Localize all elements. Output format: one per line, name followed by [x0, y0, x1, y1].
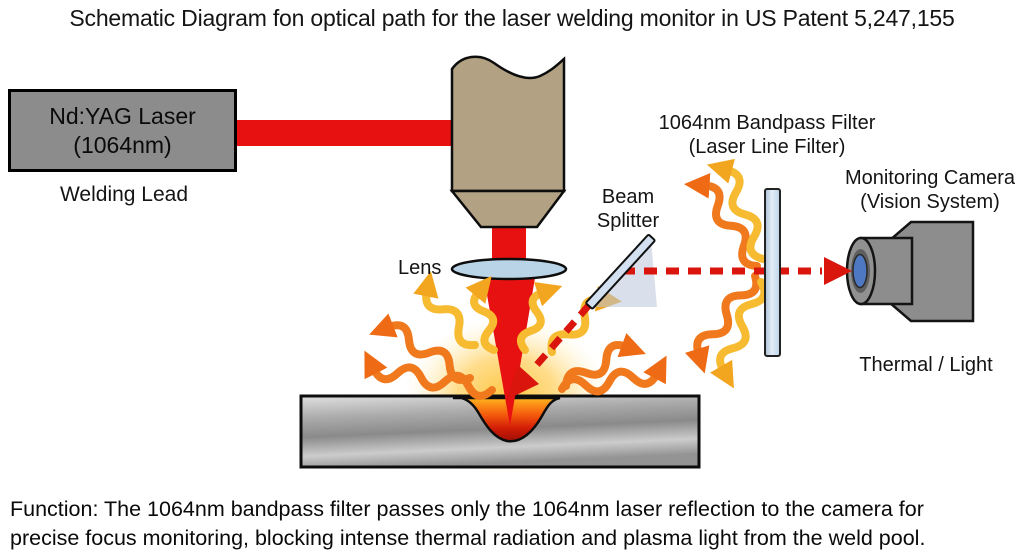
thermal-radiation-arrows	[364, 271, 667, 400]
laser-name: Nd:YAG Laser	[49, 102, 196, 129]
welding-head-nozzle	[449, 189, 567, 229]
laser-beam-horizontal	[231, 120, 456, 146]
laser-source-box: Nd:YAG Laser (1064nm)	[8, 89, 237, 172]
diagram-title: Schematic Diagram fon optical path for t…	[69, 5, 955, 31]
bandpass-filter-label: 1064nm Bandpass Filter (Laser Line Filte…	[659, 111, 876, 159]
lens-label: Lens	[398, 257, 442, 279]
thermal-arrow	[684, 272, 761, 374]
thermal-arrow	[364, 350, 496, 400]
laser-wavelength: (1064nm)	[73, 131, 172, 158]
thermal-arrow	[710, 278, 769, 389]
weld-pool	[452, 396, 561, 443]
thermal-arrow	[558, 355, 667, 396]
reflection-path	[531, 267, 822, 371]
reflection-arrowhead-camera	[824, 257, 852, 285]
camera-lens	[852, 253, 868, 289]
beam-splitter-label-line1: Beam	[601, 186, 655, 208]
focus-lens	[450, 257, 568, 281]
function-note-line2: precise focus monitoring, blocking inten…	[10, 525, 926, 550]
camera-label-line1: Monitoring Camera	[844, 167, 1016, 189]
monitoring-camera	[845, 220, 975, 323]
bandpass-filter-bar	[764, 188, 781, 357]
thermal-light-label: Thermal / Light	[859, 354, 993, 376]
thermal-arrow	[369, 313, 474, 384]
bandpass-filter-label-line1: 1064nm Bandpass Filter	[658, 112, 876, 134]
filter-rejected-arrows	[683, 158, 769, 389]
function-note-line1: Function: The 1064nm bandpass filter pas…	[10, 497, 924, 521]
welding-head-body	[450, 55, 566, 193]
thermal-arrow	[465, 275, 498, 354]
function-note: Function: The 1064nm bandpass filter pas…	[10, 495, 925, 552]
thermal-arrow	[413, 271, 479, 350]
laser-beam-focused	[483, 272, 536, 426]
beam-splitter-label-line2: Splitter	[596, 210, 660, 232]
thermal-arrow	[562, 333, 646, 390]
beam-splitter-label: Beam Splitter	[597, 185, 659, 233]
bandpass-filter-label-line2: (Laser Line Filter)	[688, 136, 846, 158]
camera-label: Monitoring Camera (Vision System)	[845, 166, 1015, 214]
thermal-arrow	[706, 158, 767, 263]
camera-label-line2: (Vision System)	[860, 191, 1000, 213]
reflection-arrowhead-pool	[506, 365, 539, 400]
beam-splitter-mirror	[585, 234, 656, 310]
welding-lead-label: Welding Lead	[59, 183, 189, 206]
thermal-arrow	[683, 173, 761, 270]
thermal-arrow	[516, 282, 563, 354]
